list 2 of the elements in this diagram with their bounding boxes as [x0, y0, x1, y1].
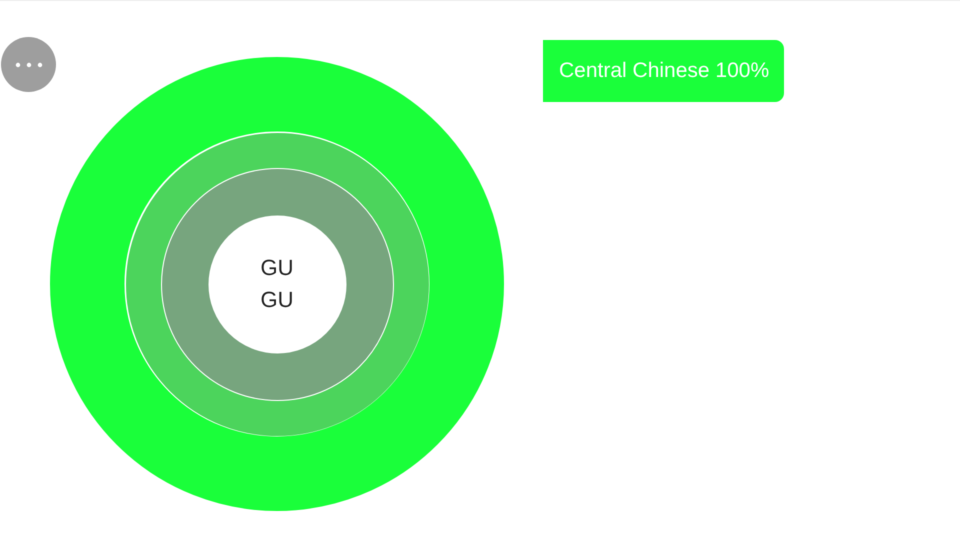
- center-label: GU GU: [260, 254, 294, 314]
- tooltip: Central Chinese 100%: [543, 40, 784, 102]
